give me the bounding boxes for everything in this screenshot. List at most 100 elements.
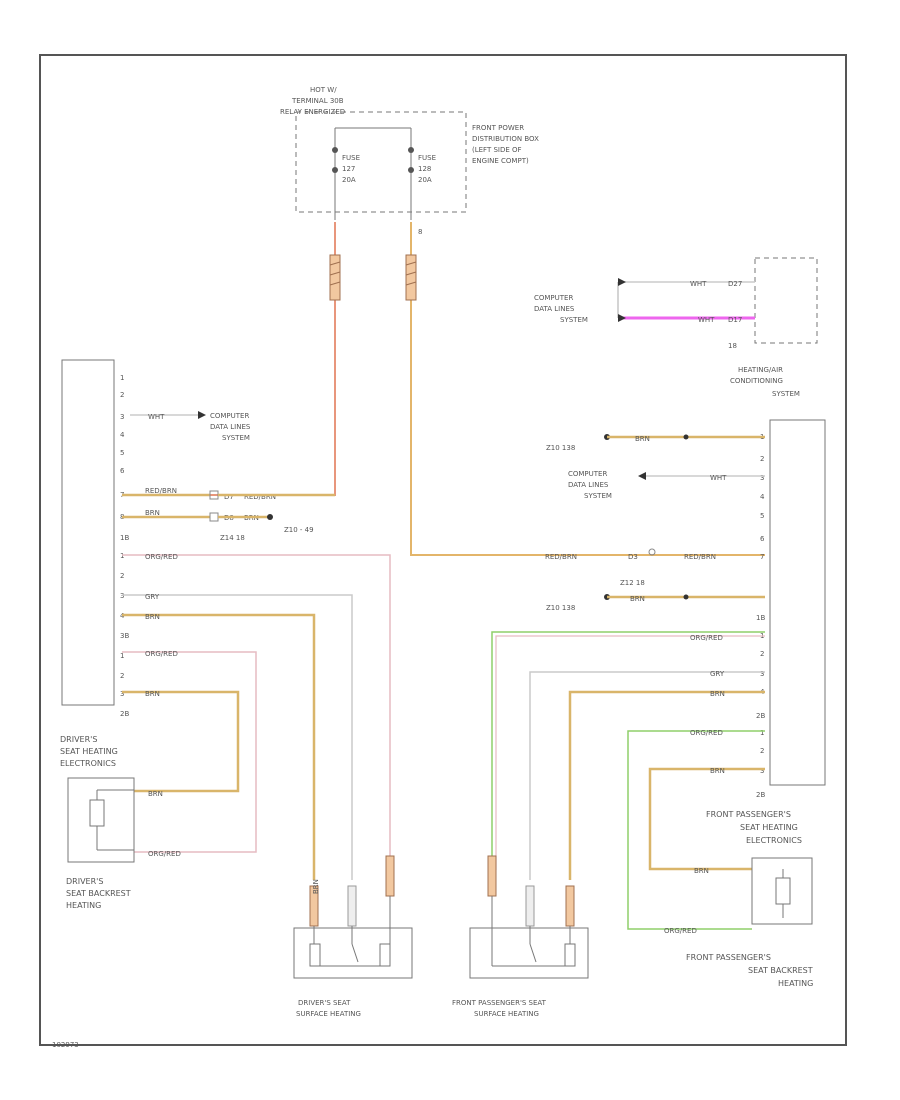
driver-surface-heater: BRN DRIVER'S SEAT SURFACE HEATING [293, 855, 413, 1018]
driver-conn-mid: 3B [120, 632, 129, 640]
svg-text:2: 2 [120, 391, 124, 399]
svg-text:1: 1 [760, 729, 764, 737]
hvac-wire-top: WHT [690, 280, 707, 288]
fuse-box-label-1: FRONT POWER [472, 124, 524, 132]
driver-module-name-1: DRIVER'S [60, 735, 97, 744]
passenger-wire-brn-3: BRN [710, 690, 725, 698]
figure-id: 102973 [52, 1041, 79, 1049]
hvac-data-line-1: COMPUTER [534, 294, 573, 302]
hvac-bottom-num: 18 [728, 342, 737, 350]
hvac-name-2: CONDITIONING [730, 377, 783, 385]
passenger-backrest-name-1: FRONT PASSENGER'S [686, 953, 771, 962]
connector-fuse-127 [329, 254, 341, 301]
svg-text:2: 2 [760, 747, 764, 755]
passenger-wire-brn-4: BRN [710, 767, 725, 775]
svg-text:3: 3 [120, 592, 124, 600]
svg-text:3: 3 [760, 670, 764, 678]
driver-wire-wht: WHT [148, 413, 165, 421]
wire-passenger-org-red-2 [627, 730, 765, 930]
driver-ground-2: Z14 18 [220, 534, 245, 542]
driver-conn-bot: 2B [120, 710, 129, 718]
svg-text:3: 3 [120, 690, 124, 698]
passenger-backrest-name-3: HEATING [778, 979, 813, 988]
passenger-wire-org-red-2: ORG/RED [690, 729, 723, 737]
driver-seat-module: 1 2 3 4 5 6 7 8 1B 1 2 3 4 3B 1 2 3 2B D… [60, 359, 129, 768]
hot-label-3: RELAY ENERGIZED [280, 108, 345, 116]
wire-driver-brn-3 [122, 690, 240, 793]
connector-fuse-128 [405, 254, 417, 301]
fuse-b-amps: 20A [418, 176, 432, 184]
svg-text:1: 1 [120, 552, 124, 560]
hvac-wire-bottom: WHT [698, 316, 715, 324]
fuse-box-label-2: DISTRIBUTION BOX [472, 135, 539, 143]
driver-data-line-2: DATA LINES [210, 423, 251, 431]
svg-text:3: 3 [760, 474, 764, 482]
fuse-box-label-3: (LEFT SIDE OF [472, 146, 522, 154]
wire-passenger-brn-4 [648, 767, 765, 871]
fuse-box: HOT W/ TERMINAL 30B RELAY ENERGIZED FUSE… [280, 86, 539, 236]
fuse-a-number: 127 [342, 165, 355, 173]
driver-wire-brn-3: BRN [145, 690, 160, 698]
driver-surface-name-1: DRIVER'S SEAT [298, 999, 351, 1007]
wire-fuse-127-red-brn [210, 222, 336, 496]
wire-driver-org-red-2 [122, 651, 257, 853]
wire-driver-org-red [122, 554, 391, 875]
svg-text:2: 2 [120, 572, 124, 580]
driver-wire-org-red: ORG/RED [145, 553, 178, 561]
passenger-wire-brn: BRN [635, 435, 650, 443]
fuse-b-pin: 8 [418, 228, 422, 236]
passenger-wire-brn-2: BRN [630, 595, 645, 603]
hot-label-1: HOT W/ [310, 86, 337, 94]
passenger-backrest-wire-b: ORG/RED [664, 927, 697, 935]
driver-splice-a-wire: RED/BRN [244, 493, 276, 501]
passenger-backrest-heater: BRN ORG/RED FRONT PASSENGER'S SEAT BACKR… [664, 857, 813, 988]
svg-text:6: 6 [760, 535, 765, 543]
passenger-module-name-1: FRONT PASSENGER'S [706, 810, 791, 819]
svg-text:5: 5 [120, 449, 124, 457]
diagram-frame [39, 54, 847, 1046]
passenger-surface-name-1: FRONT PASSENGER'S SEAT [452, 999, 547, 1007]
hvac-data-line-3: SYSTEM [560, 316, 588, 324]
passenger-conn-top: 1B [756, 614, 765, 622]
wire-passenger-gry [529, 671, 765, 880]
driver-module-name-3: ELECTRONICS [60, 759, 116, 768]
svg-text:3: 3 [760, 767, 764, 775]
svg-text:RED/BRN: RED/BRN [684, 553, 716, 561]
svg-text:7: 7 [760, 553, 764, 561]
driver-splice-a-pin: D7 [224, 493, 234, 501]
passenger-backrest-wire-a: BRN [694, 867, 709, 875]
passenger-splice-3: Z10 138 [546, 604, 575, 612]
passenger-data-line-1: COMPUTER [568, 470, 607, 478]
svg-text:2: 2 [120, 672, 124, 680]
wire-driver-brn-2 [122, 613, 316, 880]
svg-text:5: 5 [760, 512, 764, 520]
driver-backrest-wire-a: BRN [148, 790, 163, 798]
hot-label-2: TERMINAL 30B [291, 97, 344, 105]
driver-surface-wire-a: BRN [312, 879, 320, 894]
hvac-system: 18 HEATING/AIR CONDITIONING SYSTEM WHT D… [534, 257, 818, 398]
driver-wire-red-brn: RED/BRN [145, 487, 177, 495]
driver-wire-brn: BRN [145, 509, 160, 517]
svg-text:1: 1 [120, 374, 124, 382]
passenger-wire-wht: WHT [710, 474, 727, 482]
driver-wire-org-red-2: ORG/RED [145, 650, 178, 658]
passenger-surface-name-2: SURFACE HEATING [474, 1010, 539, 1018]
driver-backrest-name-2: SEAT BACKREST [66, 889, 131, 898]
wire-passenger-brn-3 [568, 690, 765, 880]
passenger-surface-heater: FRONT PASSENGER'S SEAT SURFACE HEATING [452, 855, 589, 1018]
svg-text:6: 6 [120, 467, 125, 475]
driver-backrest-heater: BRN ORG/RED DRIVER'S SEAT BACKREST HEATI… [66, 777, 181, 910]
fuse-box-label-4: ENGINE COMPT) [472, 157, 529, 165]
passenger-wire-org-red: ORG/RED [690, 634, 723, 642]
passenger-conn-mid: 2B [756, 712, 765, 720]
driver-wire-brn-2: BRN [145, 613, 160, 621]
passenger-d3: D3 [628, 553, 638, 561]
passenger-splice-1: Z10 138 [546, 444, 575, 452]
driver-backrest-name-1: DRIVER'S [66, 877, 103, 886]
fuse-a-amps: 20A [342, 176, 356, 184]
wire-passenger-org-red [491, 631, 765, 870]
svg-text:1: 1 [120, 652, 124, 660]
driver-surface-name-2: SURFACE HEATING [296, 1010, 361, 1018]
passenger-backrest-name-2: SEAT BACKREST [748, 966, 813, 975]
